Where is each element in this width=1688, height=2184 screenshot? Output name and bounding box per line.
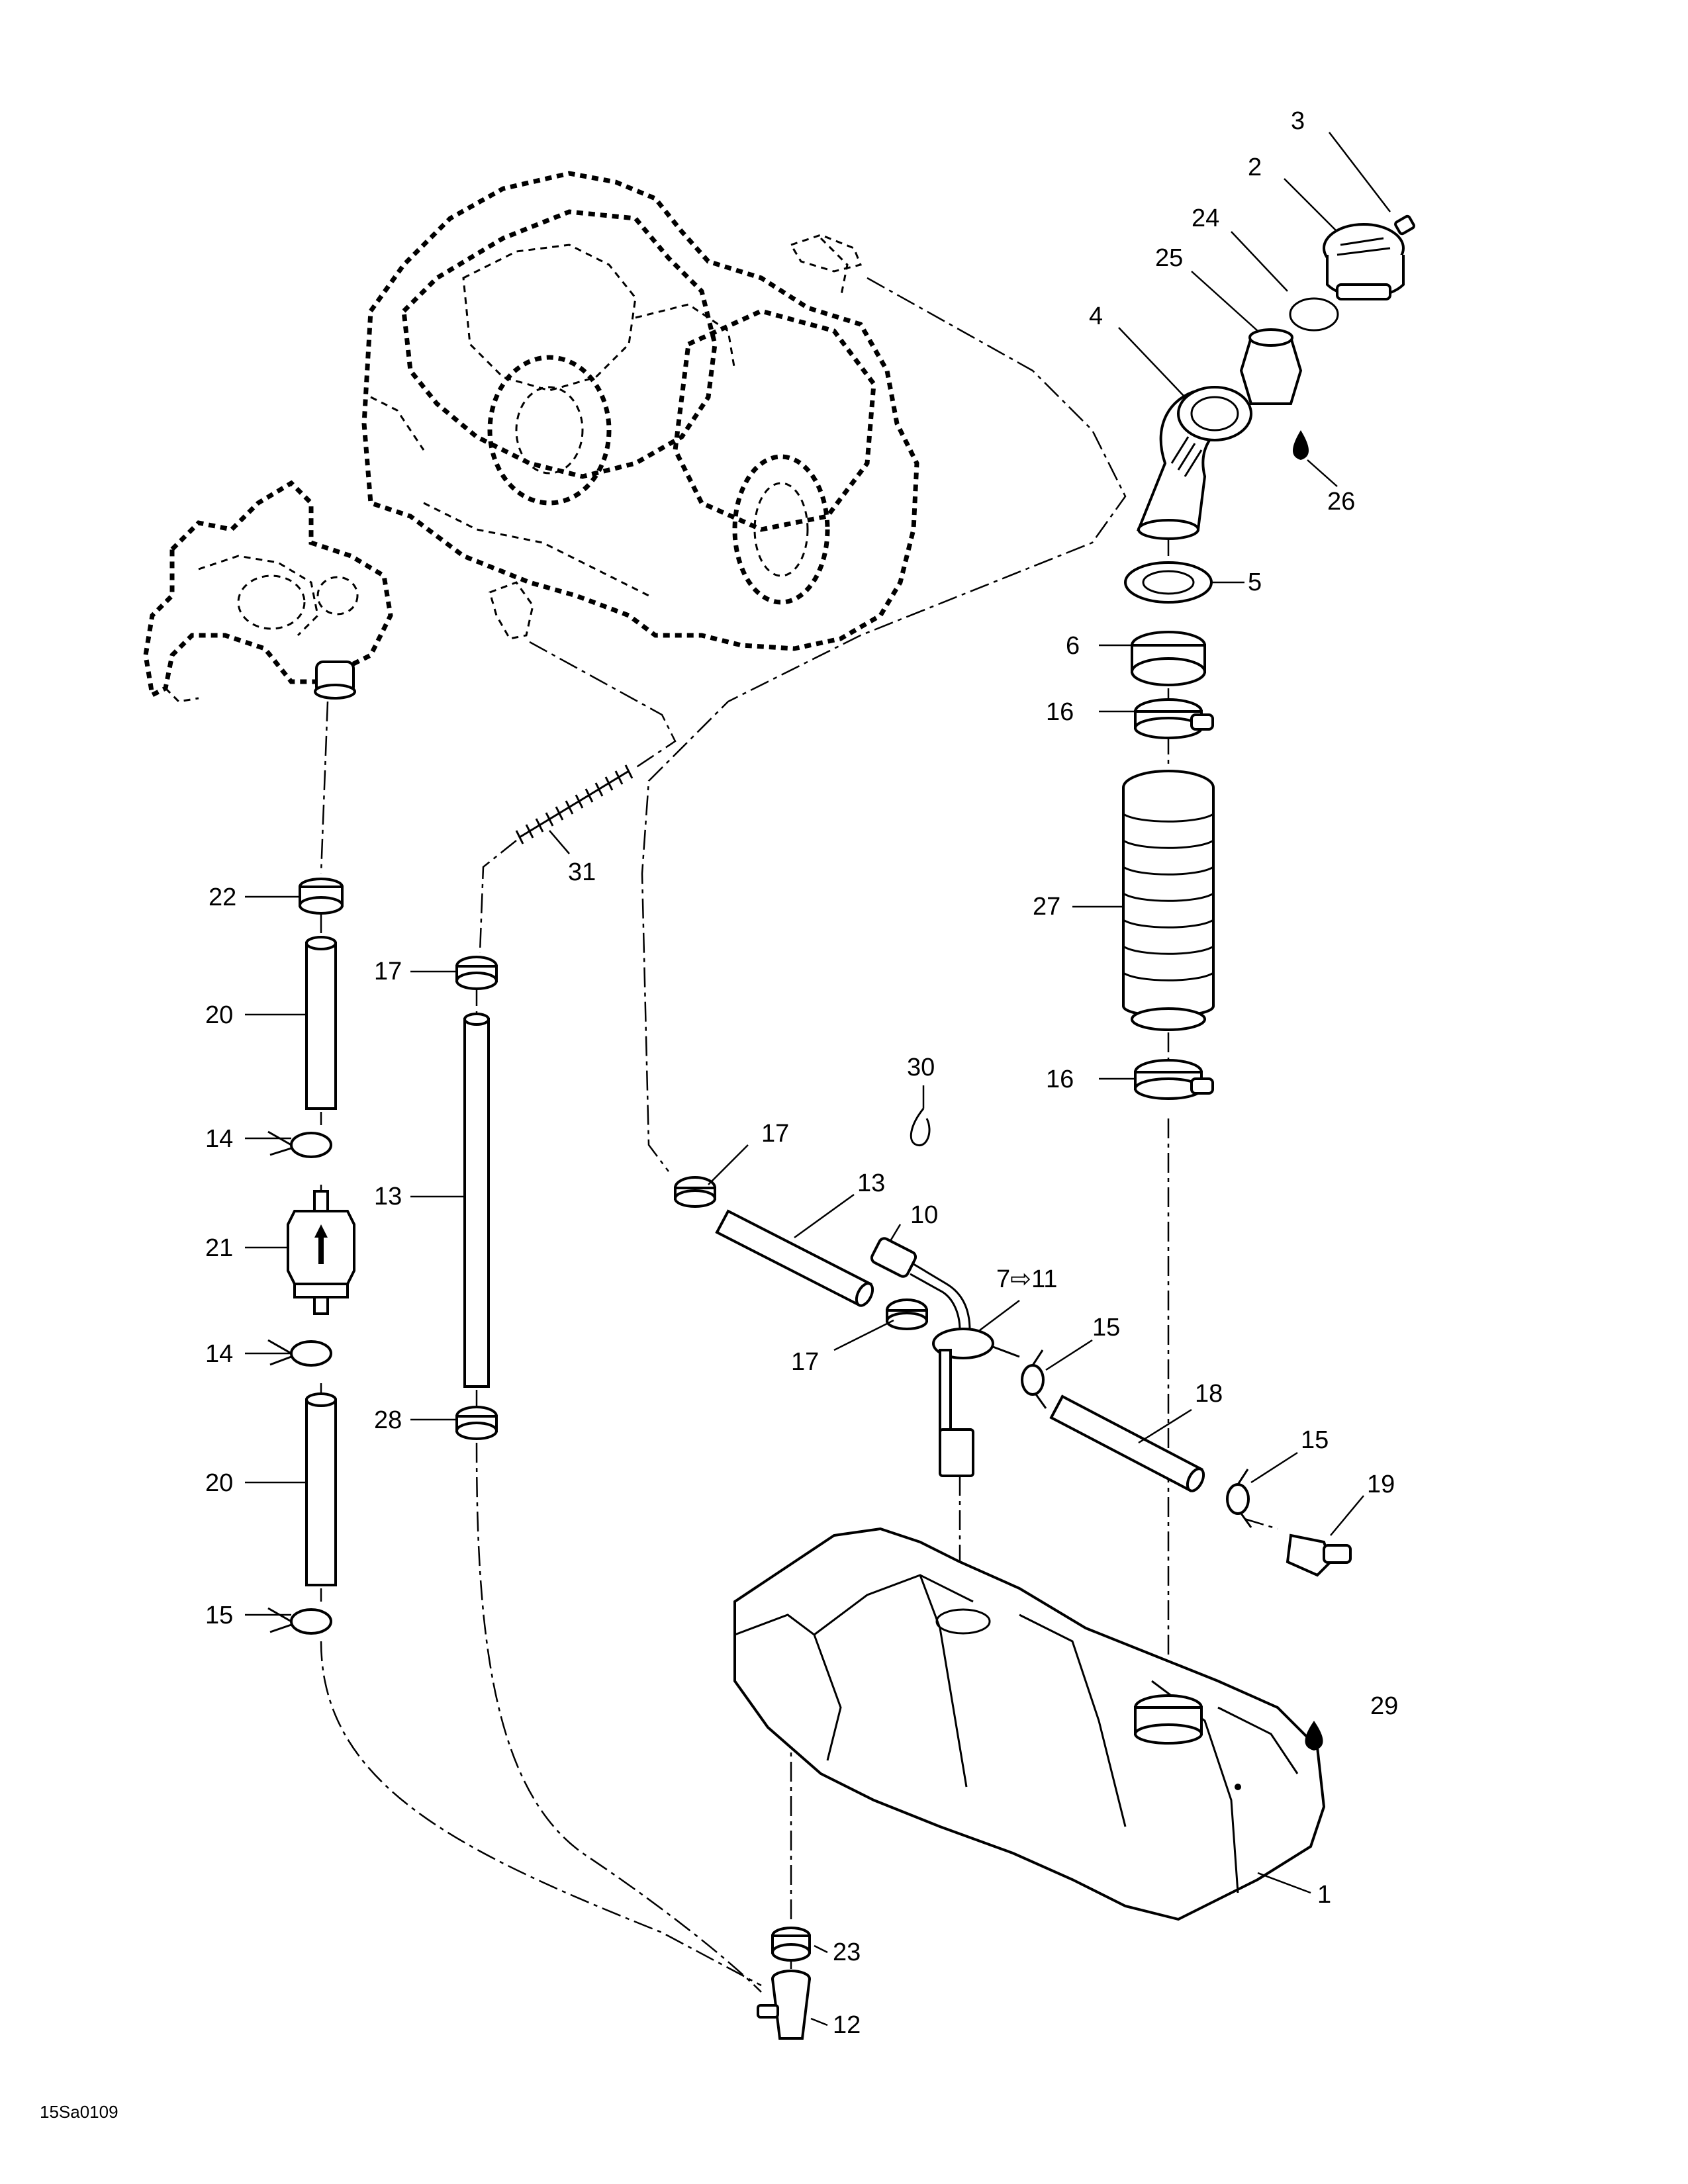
vent-valve-3 [1394, 214, 1415, 236]
callout-14-top: 14 [205, 1125, 233, 1153]
clip-30 [910, 1108, 931, 1147]
callout-24: 24 [1192, 205, 1219, 232]
callout-20-top: 20 [205, 1001, 233, 1029]
callout-15-mid: 15 [1092, 1314, 1120, 1342]
grommet-10 [870, 1237, 917, 1278]
fuel-tank-1 [733, 1527, 1326, 1921]
clamp-17-mid [674, 1176, 716, 1208]
clamp-14-top [267, 1130, 332, 1158]
outlet-fitting-12 [757, 1970, 811, 2040]
callout-22: 22 [209, 884, 236, 911]
callout-13-right: 13 [857, 1169, 885, 1197]
callout-27: 27 [1033, 893, 1060, 921]
figure-id: 15Sa0109 [40, 2102, 118, 2122]
callout-29: 29 [1370, 1692, 1398, 1720]
hose-20-bottom [305, 1392, 337, 1586]
callout-31: 31 [568, 858, 596, 886]
callout-26: 26 [1327, 488, 1355, 516]
callout-21: 21 [205, 1234, 233, 1262]
elbow-19 [1286, 1533, 1352, 1577]
callout-10: 10 [910, 1201, 938, 1229]
engine-phantom-outline [361, 171, 919, 651]
clamp-14-bottom [267, 1339, 332, 1367]
clamp-16-bottom [1134, 1059, 1214, 1100]
arrow-up-icon [314, 1224, 328, 1264]
drop-icon [1305, 1721, 1323, 1751]
callout-2: 2 [1248, 154, 1262, 181]
callout-18: 18 [1195, 1380, 1223, 1408]
fuel-pickup-7-11 [910, 1263, 1020, 1477]
fuel-pump-outlet-fitting [314, 660, 356, 700]
callout-16-top: 16 [1046, 698, 1074, 726]
clamp-15-left [267, 1607, 332, 1635]
fuel-cap-2 [1323, 223, 1405, 300]
filler-neck-4 [1137, 386, 1252, 540]
callout-30: 30 [907, 1054, 935, 1081]
spring-31 [515, 764, 633, 844]
clamp-22 [299, 878, 344, 915]
assembly-flow-lines [320, 277, 1278, 1993]
hose-20-top [305, 936, 337, 1110]
callout-5: 5 [1248, 569, 1262, 596]
callout-23: 23 [833, 1938, 861, 1966]
fuel-filter-21 [287, 1190, 355, 1315]
callout-3: 3 [1291, 107, 1305, 135]
clamp-15-right [1226, 1469, 1252, 1528]
callout-leaders [245, 132, 1391, 2026]
callout-1: 1 [1317, 1881, 1331, 1909]
hose-13-mid [715, 1209, 874, 1307]
bellows-27 [1122, 770, 1215, 1031]
callout-17-mid: 17 [761, 1120, 789, 1148]
callout-17-low: 17 [791, 1348, 819, 1376]
valve-insert-25 [1239, 328, 1303, 405]
callout-14-bottom: 14 [205, 1340, 233, 1368]
callout-28: 28 [374, 1406, 402, 1434]
callout-19: 19 [1367, 1471, 1395, 1498]
clamp-15-mid [1021, 1349, 1047, 1409]
o-ring-24 [1289, 297, 1339, 332]
nut-6 [1131, 631, 1206, 686]
clamp-17-low [886, 1298, 928, 1330]
callout-13-left: 13 [374, 1183, 402, 1210]
callout-15-left: 15 [205, 1602, 233, 1629]
clamp-28 [455, 1406, 498, 1440]
callout-25: 25 [1155, 244, 1183, 272]
grommet-23 [771, 1927, 811, 1962]
callout-15-right: 15 [1301, 1426, 1329, 1454]
clamp-17-left [455, 956, 498, 990]
washer-5 [1124, 561, 1213, 604]
callout-6: 6 [1066, 632, 1080, 660]
callout-4: 4 [1089, 302, 1103, 330]
callout-17-left: 17 [374, 958, 402, 985]
callout-16-bottom: 16 [1046, 1066, 1074, 1093]
callout-labels: 3 2 24 25 4 26 5 6 16 27 16 30 22 31 17 … [40, 107, 1398, 2122]
hose-18 [1049, 1394, 1205, 1492]
callout-20-bottom: 20 [205, 1469, 233, 1497]
clamp-16-top [1134, 698, 1214, 739]
drop-icon [1292, 430, 1309, 460]
callout-7-11: 7⇨11 [996, 1265, 1057, 1293]
hose-13-left [463, 1013, 490, 1388]
callout-12: 12 [833, 2011, 861, 2039]
